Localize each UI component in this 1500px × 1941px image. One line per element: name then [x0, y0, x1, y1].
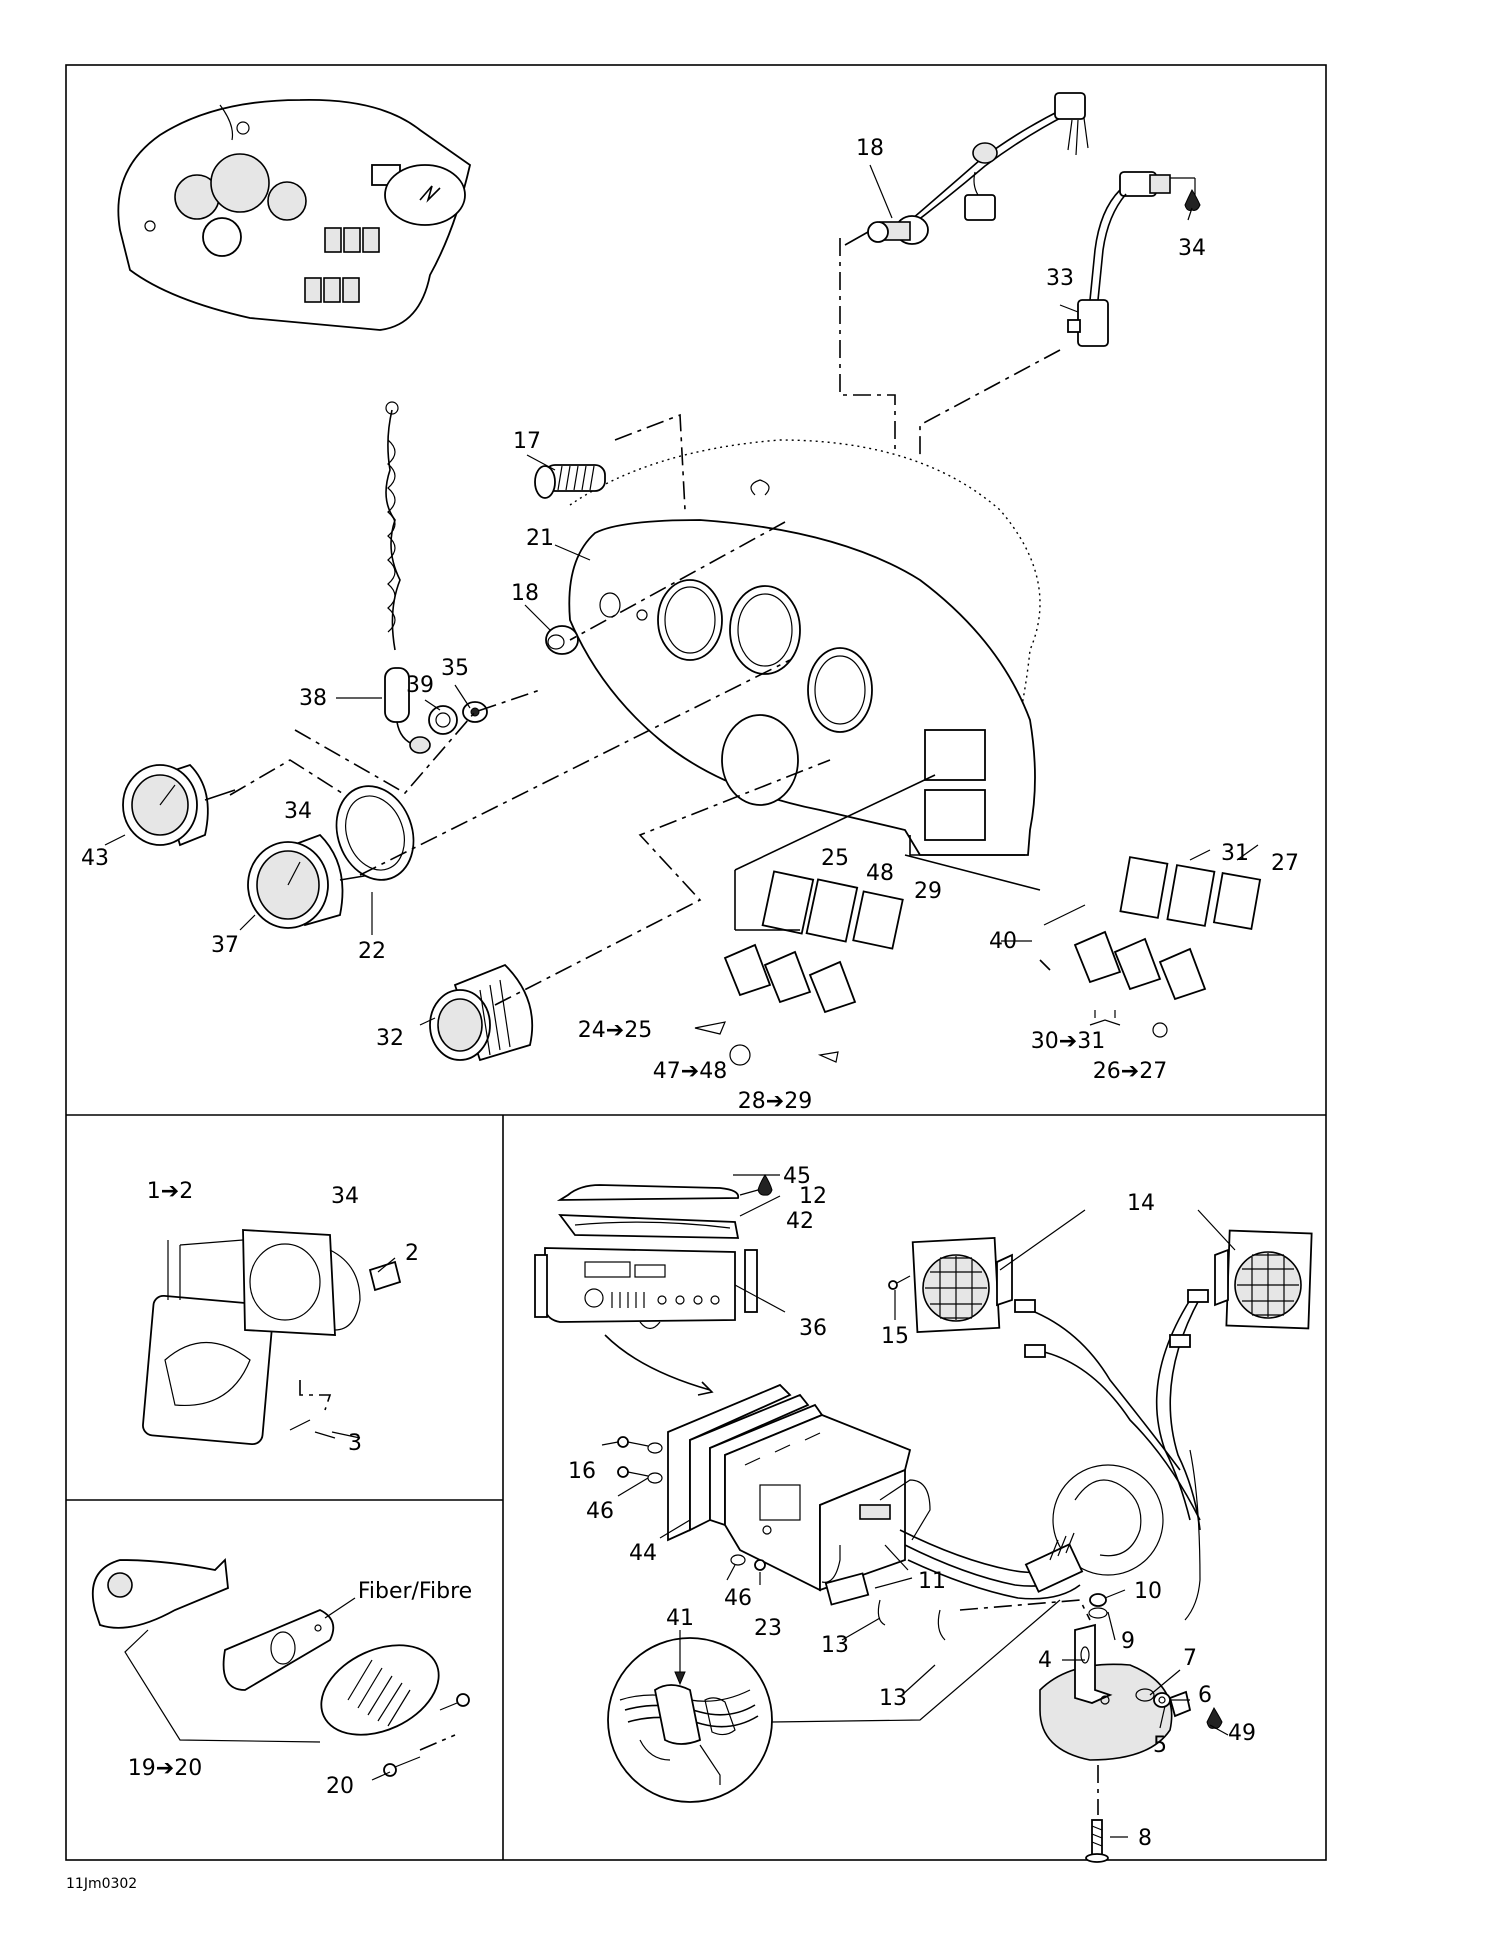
- speakers: [888, 1209, 1313, 1334]
- callout-6: 6: [1198, 1683, 1212, 1708]
- callout-32: 32: [376, 1026, 404, 1051]
- callout-10: 10: [1134, 1579, 1162, 1604]
- radio-assembly: [534, 1174, 786, 1396]
- callout-45: 45: [783, 1164, 811, 1189]
- ignition-switch-harness: [844, 92, 1089, 246]
- instrument-cover-assembly: [142, 1229, 402, 1446]
- callout-25: 25: [821, 846, 849, 871]
- callout-49: 49: [1228, 1721, 1256, 1746]
- callout-15: 15: [881, 1324, 909, 1349]
- callout-9: 9: [1121, 1629, 1135, 1654]
- callout-26-27: 26➔27: [1093, 1059, 1167, 1084]
- dash-panel: [568, 439, 1041, 856]
- callout-28-29: 28➔29: [738, 1089, 812, 1114]
- material-note: Fiber/Fibre: [358, 1579, 472, 1604]
- safety-lanyard: [384, 401, 488, 754]
- callout-11: 11: [918, 1569, 946, 1594]
- callout-1-2: 1➔2: [147, 1179, 193, 1204]
- callout-44: 44: [629, 1541, 657, 1566]
- callout-46-left: 46: [586, 1499, 614, 1524]
- mounting-bracket-hardware: [1039, 1589, 1229, 1863]
- callout-31: 31: [1221, 841, 1249, 866]
- callout-labels: 18 34 33 17 21 18 39 35 38 34 43 37 22 3…: [66, 136, 1299, 1892]
- callout-leaders-top: [104, 164, 1259, 1026]
- callout-5: 5: [1153, 1733, 1167, 1758]
- callout-20: 20: [326, 1774, 354, 1799]
- callout-19-20: 19➔20: [128, 1756, 202, 1781]
- assembly-lines-top: [229, 238, 1061, 1006]
- callout-18-grommet: 18: [511, 581, 539, 606]
- grommet-and-plug: [534, 464, 606, 655]
- callout-2: 2: [405, 1241, 419, 1266]
- callout-39: 39: [406, 673, 434, 698]
- callout-47-48: 47➔48: [653, 1059, 727, 1084]
- callout-18-ignition: 18: [856, 136, 884, 161]
- callout-23: 23: [754, 1616, 782, 1641]
- callout-4: 4: [1038, 1648, 1052, 1673]
- callout-41: 41: [666, 1606, 694, 1631]
- switch-cluster-left: [694, 870, 904, 1066]
- callout-22: 22: [358, 939, 386, 964]
- callout-46-bottom: 46: [724, 1586, 752, 1611]
- callout-33: 33: [1046, 266, 1074, 291]
- callout-8: 8: [1138, 1826, 1152, 1851]
- callout-34-gauge: 34: [284, 799, 312, 824]
- callout-14: 14: [1127, 1191, 1155, 1216]
- diagram-frame: [65, 64, 1327, 1861]
- drawing-reference: 11Jm0302: [66, 1876, 137, 1892]
- radio-housing-assembly: [601, 1383, 931, 1592]
- callout-17: 17: [513, 429, 541, 454]
- wiring-harness: [824, 1289, 1209, 1696]
- horn-assembly: [91, 1558, 470, 1781]
- callout-24-25: 24➔25: [578, 1018, 652, 1043]
- callout-37: 37: [211, 933, 239, 958]
- gauges: [122, 763, 534, 1062]
- callout-12: 12: [799, 1184, 827, 1209]
- detail-41-harness-closeup: [607, 1599, 1061, 1803]
- dashboard-overview-illustration: [117, 99, 472, 331]
- callout-48: 48: [866, 861, 894, 886]
- switch-cluster-right: [1073, 856, 1262, 1038]
- callout-29: 29: [914, 879, 942, 904]
- callout-13-lower: 13: [879, 1686, 907, 1711]
- callout-36: 36: [799, 1316, 827, 1341]
- callout-21: 21: [526, 526, 554, 551]
- callout-34-cover: 34: [331, 1184, 359, 1209]
- callout-34-top: 34: [1178, 236, 1206, 261]
- callout-42: 42: [786, 1209, 814, 1234]
- callout-30-31: 30➔31: [1031, 1029, 1105, 1054]
- callout-7: 7: [1183, 1646, 1197, 1671]
- callout-38: 38: [299, 686, 327, 711]
- callout-27: 27: [1271, 851, 1299, 876]
- accessory-switch-harness: [1067, 171, 1201, 347]
- callout-16: 16: [568, 1459, 596, 1484]
- callout-13-upper: 13: [821, 1633, 849, 1658]
- callout-40: 40: [989, 929, 1017, 954]
- callout-3: 3: [348, 1431, 362, 1456]
- callout-43: 43: [81, 846, 109, 871]
- callout-35: 35: [441, 656, 469, 681]
